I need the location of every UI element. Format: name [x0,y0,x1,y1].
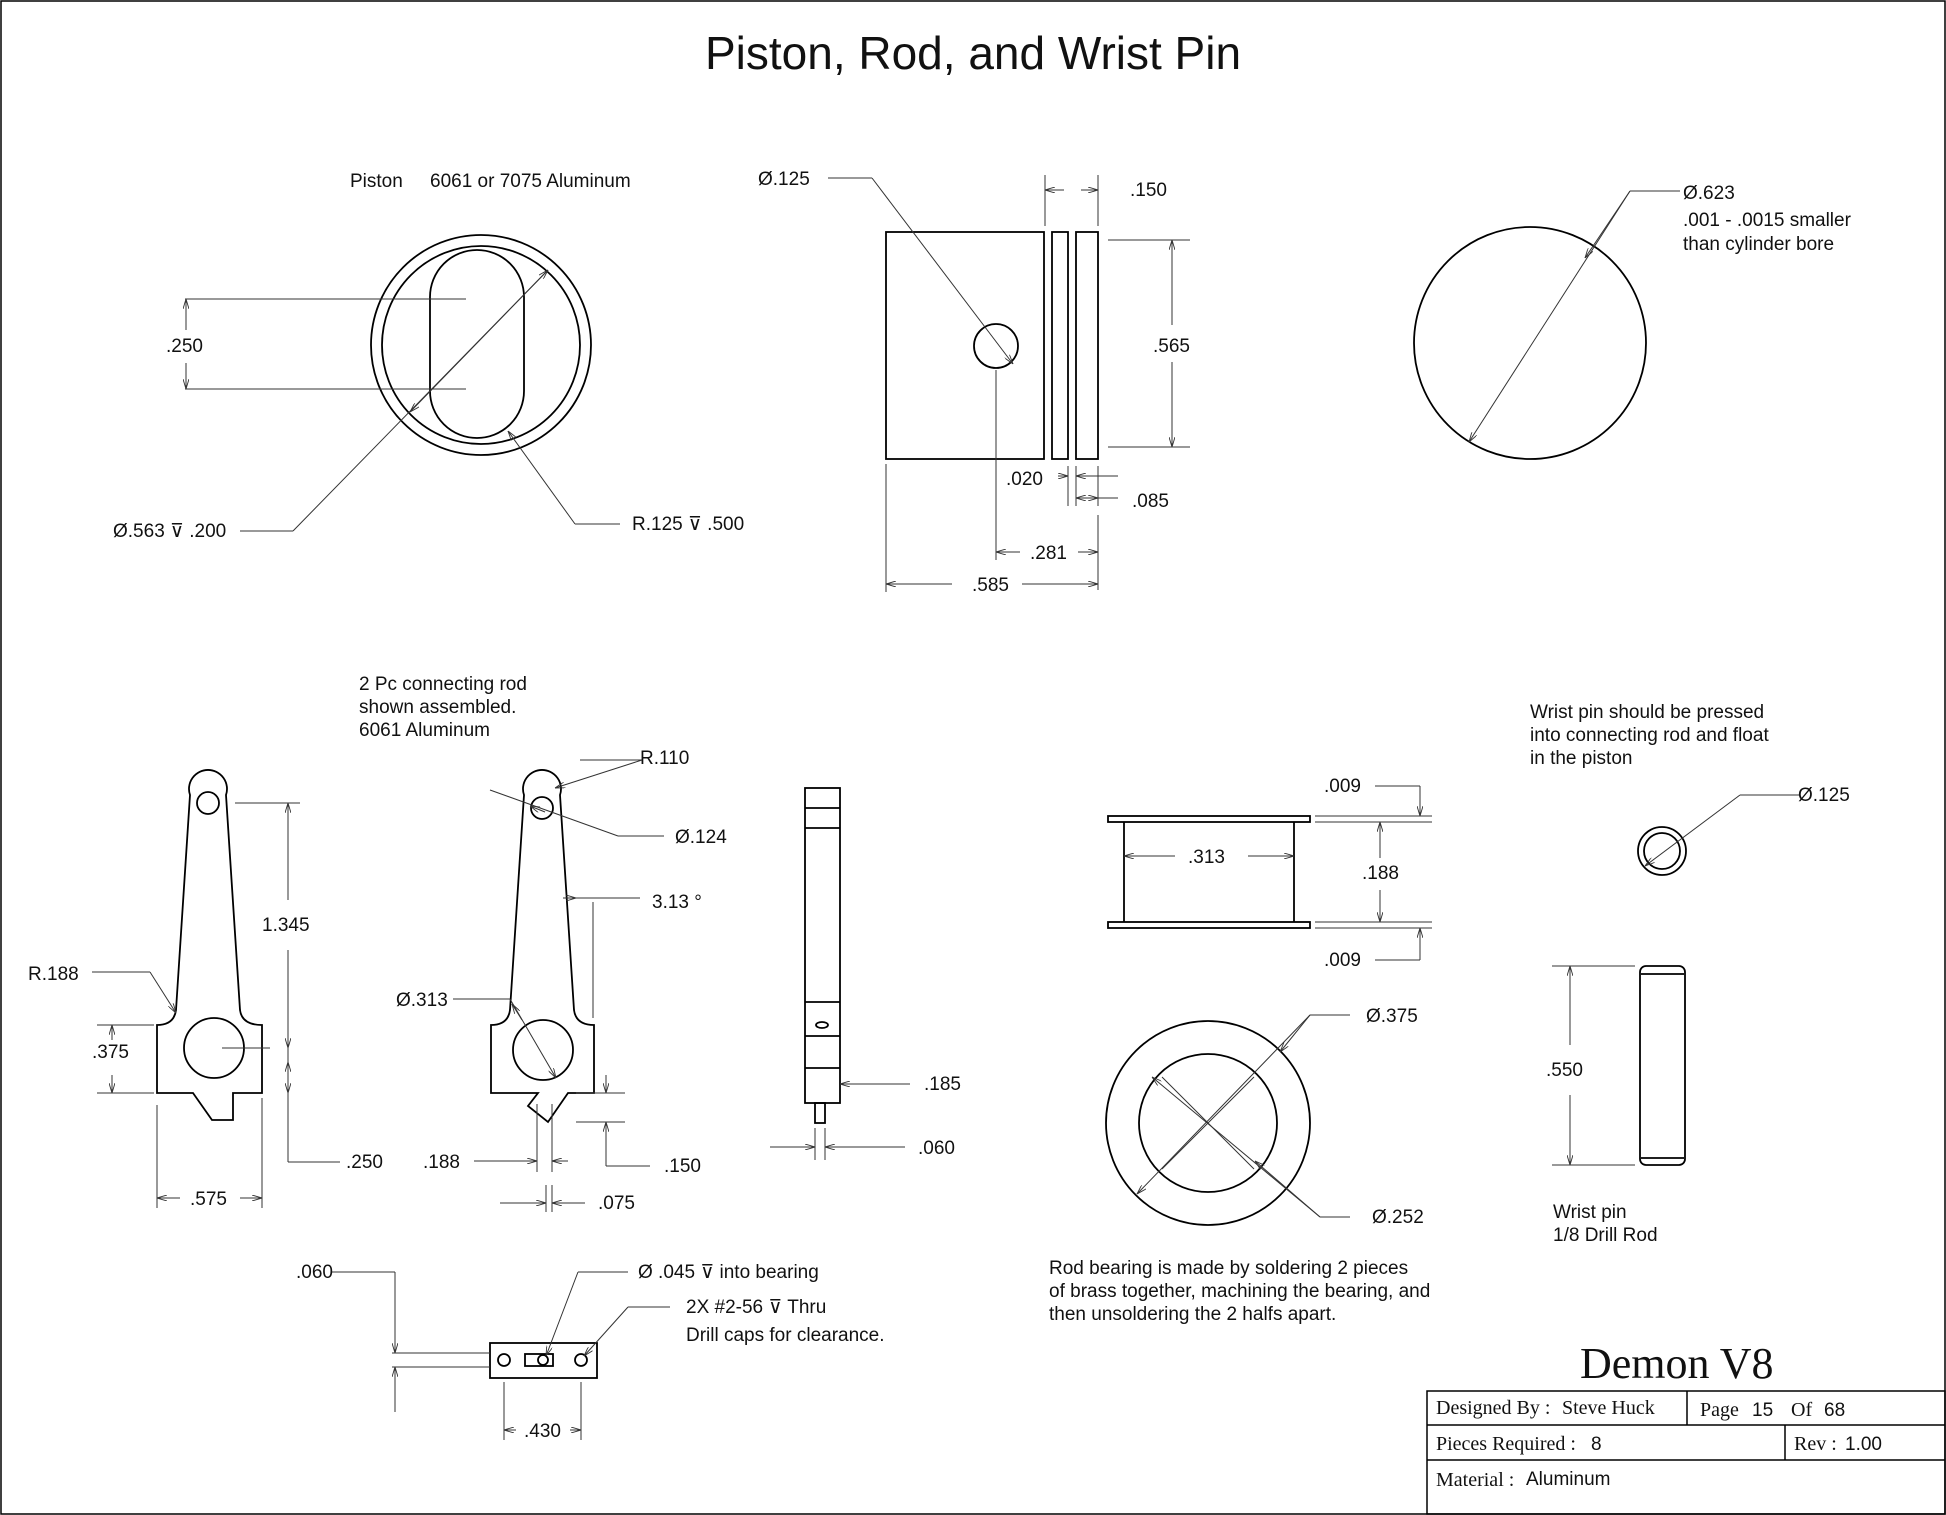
rod-dim-075: .075 [598,1193,635,1214]
bearing-d375: Ø.375 [1366,1006,1418,1027]
pieces-label: Pieces Required : [1436,1433,1576,1455]
bearing-ring-view: Ø.375 Ø.252 Rod bearing is made by solde… [1049,1006,1430,1325]
bearing-dim-313: .313 [1188,847,1225,868]
bearing-note-1: Rod bearing is made by soldering 2 piece… [1049,1258,1408,1279]
cap-dim-430: .430 [524,1421,561,1442]
title-block: Demon V8 Designed By : Steve Huck Page 1… [1426,1339,1946,1515]
piston-material: 6061 or 7075 Aluminum [430,171,631,192]
piston-diameter-view: Ø.623 .001 - .0015 smaller than cylinder… [1413,183,1852,460]
piston-dim-085: .085 [1132,491,1169,512]
rod-d313: Ø.313 [396,990,448,1011]
wrist-pin-label-1: Wrist pin [1553,1202,1627,1223]
piston-top-view: Piston 6061 or 7075 Aluminum .250 Ø.563 … [113,171,744,542]
piston-dim-585: .585 [972,575,1009,596]
material-label: Material : [1436,1469,1514,1491]
rod-note-2: shown assembled. [359,697,516,718]
designed-by-label: Designed By : [1436,1397,1550,1419]
total-pages: 68 [1824,1400,1845,1421]
bearing-dim-188: .188 [1362,863,1399,884]
piston-label: Piston [350,171,403,192]
rod-dim-188: .188 [423,1152,460,1173]
piston-pin-hole: Ø.125 [758,169,810,190]
bearing-side-view: .313 .009 .188 .009 [1107,776,1432,971]
wrist-pin-note-2: into connecting rod and float [1530,725,1769,746]
project-name: Demon V8 [1580,1339,1774,1388]
rod-side-view: .185 .060 [770,787,961,1160]
revision: 1.00 [1845,1434,1882,1455]
wrist-pin-length: .550 [1546,1060,1583,1081]
piston-dim-250: .250 [166,336,203,357]
of-label: Of [1791,1399,1812,1421]
page-label: Page [1700,1399,1739,1421]
page-number: 15 [1752,1400,1773,1421]
cap-oil-hole: Ø .045 ⊽ into bearing [638,1262,819,1283]
rod-front-view-b: 2 Pc connecting rod shown assembled. 606… [359,674,727,1214]
piston-side-view: Ø.125 .150 .565 .020 .085 .281 .585 [758,169,1190,596]
rod-front-view-a: 1.345 R.188 .375 .250 .575 [28,769,383,1210]
bearing-dim-009-bottom: .009 [1324,950,1361,971]
bearing-d252: Ø.252 [1372,1207,1424,1228]
piston-bore-note: Ø.563 ⊽ .200 [113,521,226,542]
rod-dim-375: .375 [92,1042,129,1063]
wrist-pin-view: Wrist pin should be pressed into connect… [1530,702,1850,1246]
rod-dim-575: .575 [190,1189,227,1210]
rod-dim-060: .060 [918,1138,955,1159]
designed-by: Steve Huck [1562,1397,1655,1419]
pieces-required: 8 [1591,1434,1602,1455]
rod-dim-1345: 1.345 [262,915,310,936]
piston-fit-note-2: than cylinder bore [1683,234,1834,255]
rod-note-3: 6061 Aluminum [359,720,490,741]
cap-dim-060: .060 [296,1262,333,1283]
piston-slot-radius: R.125 ⊽ .500 [632,514,744,535]
wrist-pin-diameter: Ø.125 [1798,785,1850,806]
rod-taper: 3.13 ° [652,892,702,913]
rod-dim-250: .250 [346,1152,383,1173]
piston-dim-150: .150 [1130,180,1167,201]
rod-r188: R.188 [28,964,79,985]
rev-label: Rev : [1794,1433,1837,1455]
wrist-pin-note-1: Wrist pin should be pressed [1530,702,1764,723]
wrist-pin-note-3: in the piston [1530,748,1632,769]
rod-note-1: 2 Pc connecting rod [359,674,527,695]
cap-clearance-note: Drill caps for clearance. [686,1325,885,1346]
bearing-dim-009-top: .009 [1324,776,1361,797]
material: Aluminum [1526,1469,1610,1490]
piston-dim-020: .020 [1006,469,1043,490]
piston-dim-565: .565 [1153,336,1190,357]
rod-dim-185: .185 [924,1074,961,1095]
bearing-note-2: of brass together, machining the bearing… [1049,1281,1430,1302]
wrist-pin-label-2: 1/8 Drill Rod [1553,1225,1658,1246]
page-title: Piston, Rod, and Wrist Pin [705,27,1241,79]
piston-dim-281: .281 [1030,543,1067,564]
rod-r110: R.110 [640,748,689,769]
cap-screw-note: 2X #2-56 ⊽ Thru [686,1297,826,1318]
piston-fit-note-1: .001 - .0015 smaller [1683,210,1852,231]
bearing-note-3: then unsoldering the 2 halfs apart. [1049,1304,1336,1325]
rod-d124: Ø.124 [675,827,727,848]
piston-diameter: Ø.623 [1683,183,1735,204]
rod-dim-150: .150 [664,1156,701,1177]
rod-cap-view: .060 Ø .045 ⊽ into bearing 2X #2-56 ⊽ Th… [296,1262,885,1442]
